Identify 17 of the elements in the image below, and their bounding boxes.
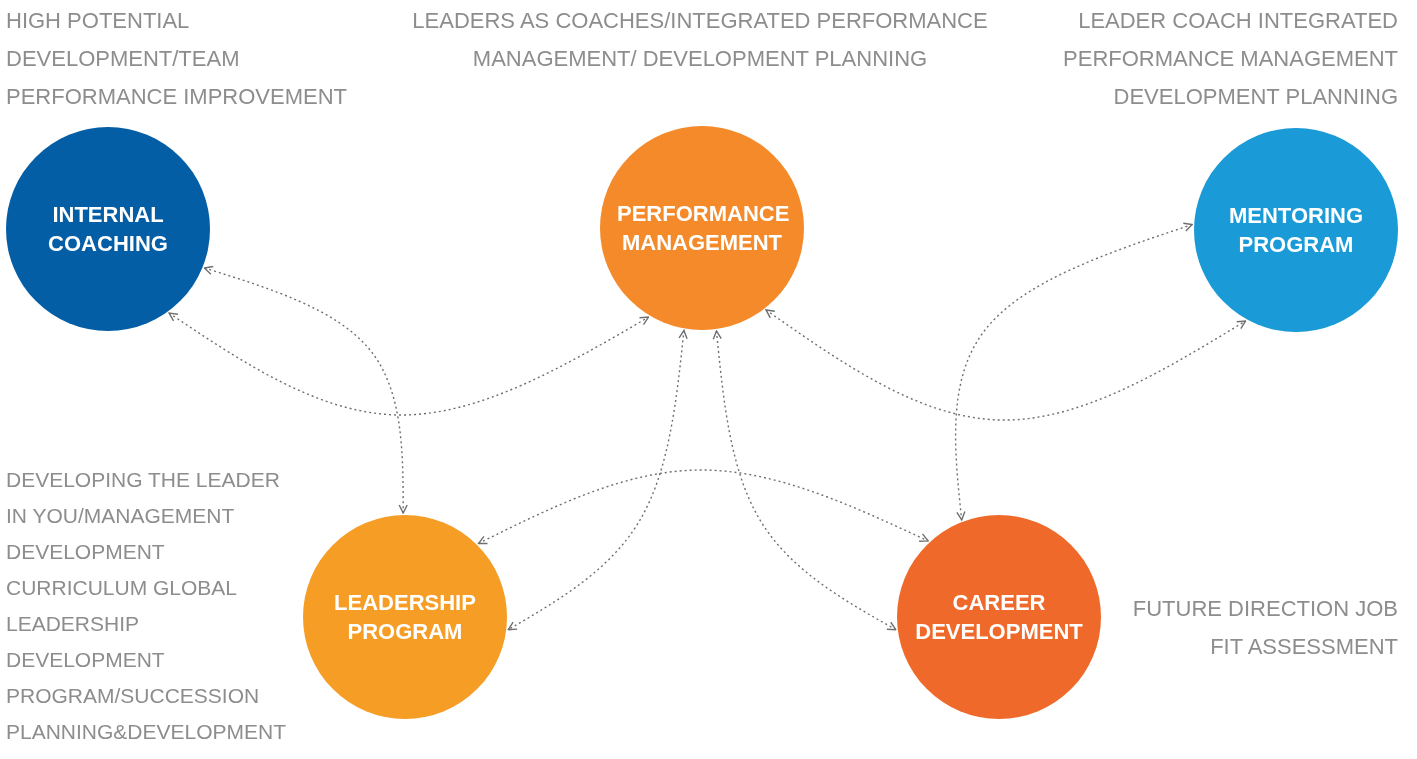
double-arrow-connector (477, 469, 929, 545)
node-label: CAREER DEVELOPMENT (914, 589, 1084, 646)
double-arrow-connector (954, 222, 1193, 521)
double-arrow-connector (765, 309, 1247, 421)
description-text: LEADER COACH INTEGRATED PERFORMANCE MANAGEMENT DEVELOPMENT PLANNING (1062, 7, 1398, 111)
description-text: LEADERS AS COACHES/INTEGRATED PERFORMANCE MANAGEMENT/ DEVELOPMENT PLANNING (411, 7, 989, 73)
description-text: HIGH POTENTIAL DEVELOPMENT/TEAM PERFORMANCE IMPROVEMENT (6, 7, 349, 111)
double-arrow-connector (168, 312, 650, 416)
double-arrow-connector (712, 330, 897, 631)
node-label: INTERNAL COACHING (47, 201, 169, 258)
node-label: PERFORMANCE MANAGEMENT (617, 200, 787, 257)
double-arrow-connector (203, 265, 408, 514)
node-label: MENTORING PROGRAM (1227, 202, 1364, 259)
double-arrow-connector (507, 329, 688, 631)
description-text: FUTURE DIRECTION JOB FIT ASSESSMENT (1131, 595, 1398, 661)
description-text: DEVELOPING THE LEADER IN YOU/MANAGEMENT DEVELOPMENT CURRICULUM GLOBAL LEADERSHIP DEVELOPMENT PROGRAM/SUCCESSION PLANNING&DEVELOPMENT (6, 467, 288, 745)
node-label: LEADERSHIP PROGRAM (333, 589, 477, 646)
